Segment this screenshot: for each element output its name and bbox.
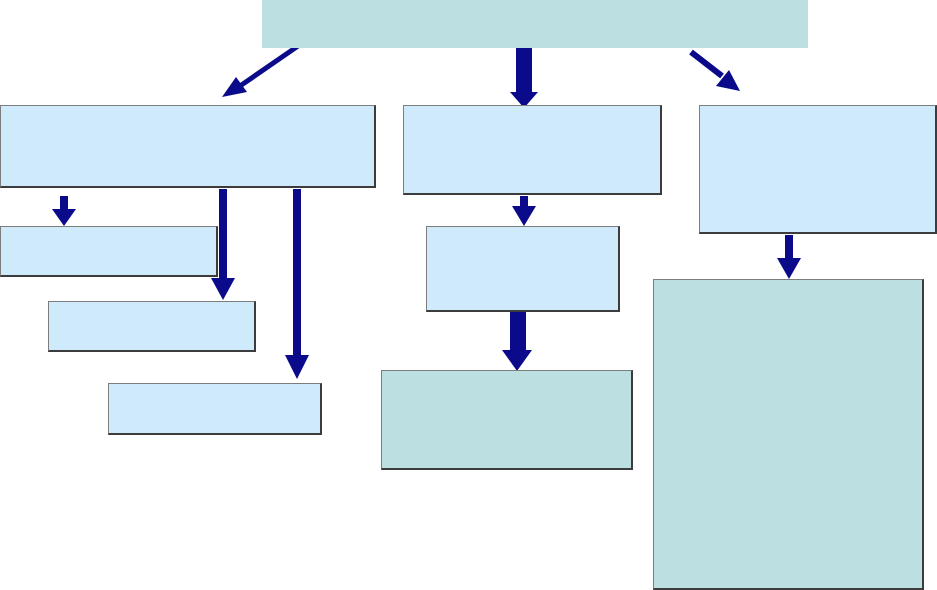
left-sub1-box — [0, 226, 218, 277]
left-main-box — [0, 105, 376, 188]
center-main-box — [403, 105, 662, 195]
center-sub2-box — [381, 370, 633, 470]
center-sub1-box — [426, 226, 620, 312]
arrow-left-to-sub1 — [52, 196, 76, 226]
arrow-left-to-sub2 — [211, 189, 235, 300]
arrow-header-to-left-main — [222, 43, 300, 97]
right-sub1-box — [653, 279, 924, 590]
right-main-box — [699, 105, 937, 234]
arrow-center-sub1-to-sub2 — [502, 311, 532, 371]
arrow-header-to-center-main — [510, 48, 538, 108]
left-sub2-box — [48, 301, 256, 352]
arrow-right-to-sub1 — [777, 235, 801, 279]
arrow-center-to-sub1 — [512, 196, 536, 226]
header-box — [262, 0, 808, 48]
left-sub3-box — [108, 383, 322, 435]
arrow-header-to-right-main — [689, 49, 740, 91]
arrow-left-to-sub3 — [285, 189, 309, 379]
